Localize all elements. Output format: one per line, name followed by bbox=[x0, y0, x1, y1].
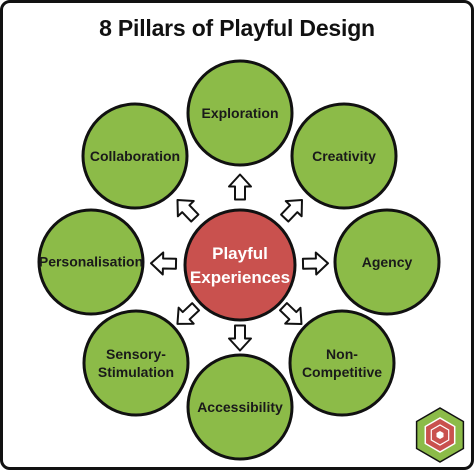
pillar-non-competitive: Non- Competitive bbox=[288, 309, 396, 417]
pillar-label: Stimulation bbox=[98, 364, 174, 380]
pillar-circle bbox=[82, 309, 190, 417]
pillar-collaboration: Collaboration bbox=[81, 102, 189, 210]
pillar-label: Agency bbox=[362, 254, 413, 270]
pillar-creativity: Creativity bbox=[290, 102, 398, 210]
arrow-to-creativity bbox=[280, 199, 303, 223]
pillar-circle bbox=[186, 353, 294, 461]
arrow-to-agency bbox=[301, 251, 329, 276]
pillar-label: Sensory- bbox=[106, 346, 166, 362]
pillar-circle bbox=[81, 102, 189, 210]
pillar-label: Competitive bbox=[302, 364, 382, 380]
arrow-to-sensory-stimulation bbox=[176, 302, 201, 325]
arrow-to-collaboration bbox=[176, 199, 200, 223]
arrow-to-personalisation bbox=[150, 251, 178, 276]
pillar-circle bbox=[333, 208, 441, 316]
pillar-label: Collaboration bbox=[90, 148, 180, 164]
center-circle bbox=[183, 208, 297, 322]
pillar-circle bbox=[288, 309, 396, 417]
pillar-accessibility: Accessibility bbox=[186, 353, 294, 461]
pillar-circle bbox=[186, 59, 294, 167]
center-label: Playful bbox=[212, 244, 268, 263]
arrow-to-accessibility bbox=[228, 324, 252, 352]
hexagon-logo-icon bbox=[415, 407, 465, 463]
arrow-to-exploration bbox=[228, 173, 252, 201]
pillar-agency: Agency bbox=[333, 208, 441, 316]
pillar-label: Non- bbox=[326, 346, 358, 362]
pillar-exploration: Exploration bbox=[186, 59, 294, 167]
pillar-label: Exploration bbox=[201, 105, 278, 121]
pillar-sensory-stimulation: Sensory- Stimulation bbox=[82, 309, 190, 417]
pillar-circle bbox=[290, 102, 398, 210]
pillar-label: Personalisation bbox=[39, 254, 143, 270]
pillar-label: Accessibility bbox=[197, 399, 283, 415]
center-label: Experiences bbox=[190, 268, 290, 287]
arrows-layer bbox=[150, 173, 329, 352]
pillar-personalisation: Personalisation bbox=[37, 208, 145, 316]
pillar-label: Creativity bbox=[312, 148, 376, 164]
pillar-circle bbox=[37, 208, 145, 316]
arrow-to-non-competitive bbox=[278, 302, 303, 326]
diagram-title: 8 Pillars of Playful Design bbox=[99, 15, 375, 41]
